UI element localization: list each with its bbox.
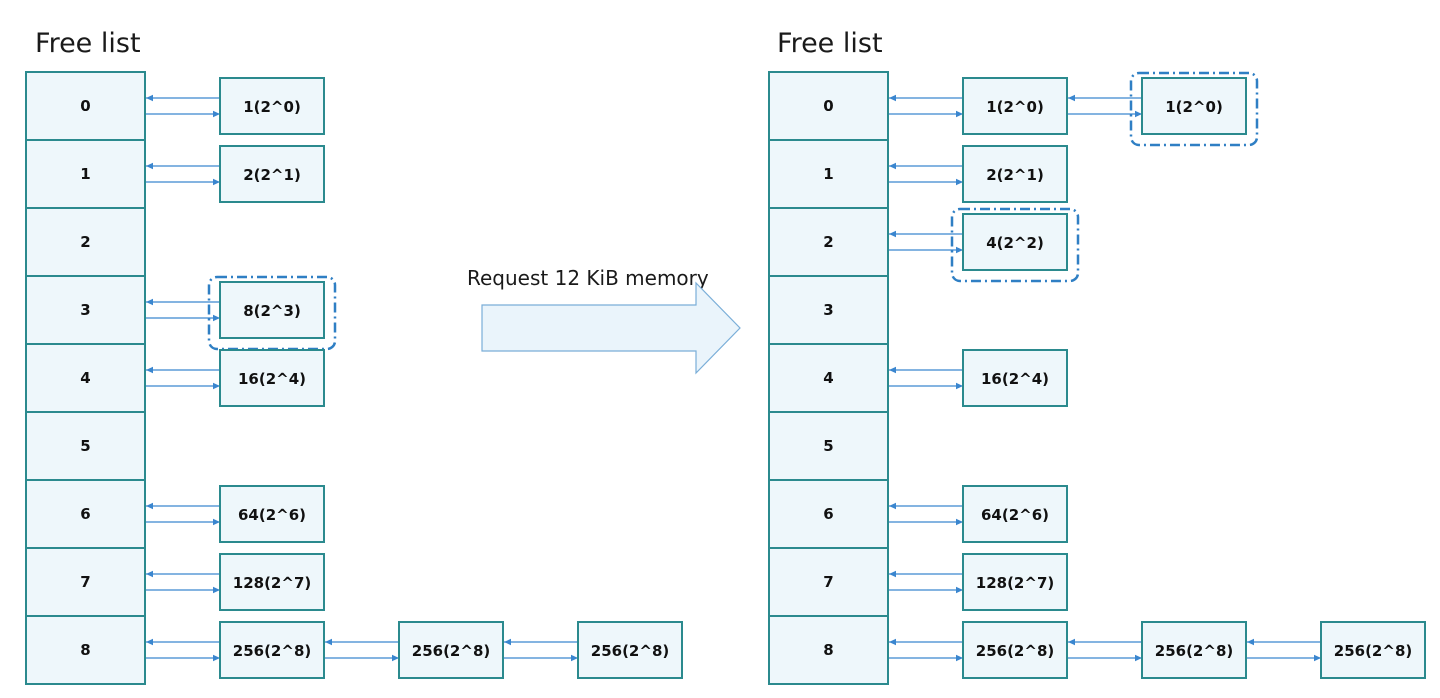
memory-block-label: 128(2^7) (976, 574, 1054, 592)
free-list-slot (25, 139, 146, 209)
highlighted-block-outline (950, 207, 1080, 283)
memory-block (219, 349, 325, 407)
slot-index-label: 3 (823, 301, 833, 319)
free-list-slot (25, 411, 146, 481)
memory-block (398, 621, 504, 679)
free-list-before: Free list 0 1 2 3 4 5 6 7 8 1(2^0) 2(2^1) 8(2^3) 16(… (25, 28, 683, 685)
slot-index-label: 0 (80, 97, 90, 115)
slot-index-label: 4 (80, 369, 90, 387)
memory-block-label: 64(2^6) (238, 506, 306, 524)
free-list-slot (768, 615, 889, 685)
memory-block (219, 553, 325, 611)
memory-block-label: 2(2^1) (243, 166, 301, 184)
memory-block-label: 256(2^8) (1334, 642, 1412, 660)
free-list-after: Free list 0 1 2 3 4 5 6 7 8 1(2^0) 1(2^0) 2(2^1) 4(2… (768, 28, 1426, 685)
memory-block (577, 621, 683, 679)
free-list-slot (768, 411, 889, 481)
free-list-slot (25, 275, 146, 345)
request-label: Request 12 KiB memory (467, 266, 709, 290)
memory-block (1141, 621, 1247, 679)
memory-block (219, 281, 325, 339)
slot-index-label: 1 (823, 165, 833, 183)
memory-block (219, 485, 325, 543)
memory-block-label: 1(2^0) (986, 98, 1044, 116)
transition-arrow (481, 281, 741, 375)
memory-block-label: 1(2^0) (1165, 98, 1223, 116)
slot-index-label: 8 (823, 641, 833, 659)
memory-block-label: 256(2^8) (591, 642, 669, 660)
free-list-slot (768, 343, 889, 413)
request-operation: Request 12 KiB memory (467, 266, 741, 375)
free-list-slot (768, 71, 889, 141)
slot-index-label: 3 (80, 301, 90, 319)
slot-index-label: 7 (80, 573, 90, 591)
slot-index-label: 2 (80, 233, 90, 251)
slot-index-label: 7 (823, 573, 833, 591)
memory-block (219, 145, 325, 203)
slot-index-label: 1 (80, 165, 90, 183)
free-list-slot (768, 479, 889, 549)
slot-index-label: 5 (823, 437, 833, 455)
memory-block (1141, 77, 1247, 135)
memory-block (219, 77, 325, 135)
free-list-title-before: Free list (35, 28, 141, 59)
memory-block (219, 621, 325, 679)
free-list-title-after: Free list (777, 28, 883, 59)
memory-block (962, 213, 1068, 271)
memory-block-label: 64(2^6) (981, 506, 1049, 524)
free-list-slot (768, 207, 889, 277)
memory-block (962, 349, 1068, 407)
free-list-slot (25, 71, 146, 141)
free-list-slot (25, 615, 146, 685)
memory-block (962, 485, 1068, 543)
memory-block-label: 16(2^4) (238, 370, 306, 388)
memory-block-label: 256(2^8) (976, 642, 1054, 660)
slot-index-label: 4 (823, 369, 833, 387)
memory-block (962, 77, 1068, 135)
memory-block-label: 256(2^8) (1155, 642, 1233, 660)
memory-block-label: 1(2^0) (243, 98, 301, 116)
memory-block-label: 256(2^8) (412, 642, 490, 660)
free-list-slot (25, 547, 146, 617)
free-list-slot (768, 275, 889, 345)
slot-index-label: 6 (80, 505, 90, 523)
memory-block-label: 4(2^2) (986, 234, 1044, 252)
slot-index-label: 0 (823, 97, 833, 115)
memory-block (1320, 621, 1426, 679)
memory-block-label: 2(2^1) (986, 166, 1044, 184)
slot-index-label: 5 (80, 437, 90, 455)
memory-block (962, 145, 1068, 203)
free-list-slot (768, 139, 889, 209)
memory-block-label: 128(2^7) (233, 574, 311, 592)
memory-block (962, 553, 1068, 611)
memory-block-label: 16(2^4) (981, 370, 1049, 388)
slot-index-label: 2 (823, 233, 833, 251)
memory-block-label: 8(2^3) (243, 302, 301, 320)
slot-index-label: 6 (823, 505, 833, 523)
slot-index-label: 8 (80, 641, 90, 659)
memory-block-label: 256(2^8) (233, 642, 311, 660)
memory-block (962, 621, 1068, 679)
highlighted-block-outline (1129, 71, 1259, 147)
